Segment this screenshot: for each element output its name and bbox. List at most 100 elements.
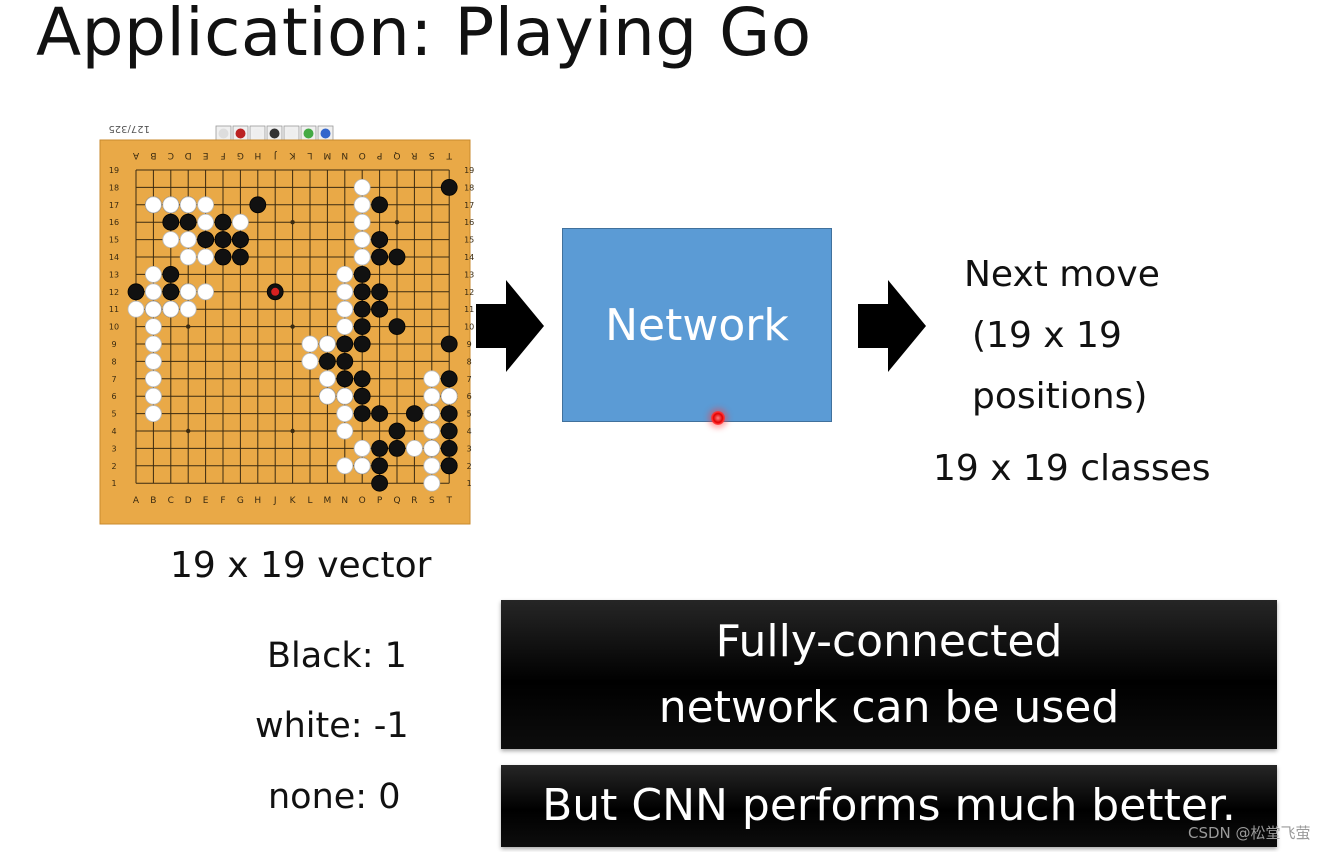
board-row-label: 8 xyxy=(111,357,116,366)
toolbar-icon xyxy=(286,128,297,139)
white-stone xyxy=(336,300,354,318)
white-stone xyxy=(336,457,354,475)
black-stone xyxy=(249,196,267,214)
output-classes-label: 19 x 19 classes xyxy=(933,448,1211,489)
black-stone xyxy=(336,335,354,353)
white-stone xyxy=(145,335,162,353)
board-column-label: T xyxy=(446,150,453,160)
board-column-label: H xyxy=(254,150,261,160)
toolbar-icon xyxy=(252,128,263,139)
board-column-label: L xyxy=(307,150,312,160)
board-row-label: 16 xyxy=(464,218,474,227)
board-column-label: K xyxy=(290,496,297,506)
white-stone xyxy=(336,387,354,405)
board-column-label: P xyxy=(377,496,383,506)
board-row-label: 13 xyxy=(464,270,474,279)
board-column-label: F xyxy=(220,150,225,160)
board-row-label: 11 xyxy=(464,305,474,314)
board-row-label: 6 xyxy=(111,392,116,401)
white-stone xyxy=(145,370,162,388)
black-stone xyxy=(214,213,232,231)
toolbar-icon xyxy=(303,128,314,139)
black-stone xyxy=(336,352,354,370)
board-column-label: O xyxy=(359,150,366,160)
toolbar-icon xyxy=(235,128,246,139)
black-stone xyxy=(440,335,458,353)
black-stone xyxy=(371,474,389,492)
board-row-label: 14 xyxy=(464,253,474,262)
board-row-label: 19 xyxy=(464,166,474,175)
black-stone xyxy=(440,405,458,423)
board-row-label: 17 xyxy=(464,201,474,210)
white-stone xyxy=(162,196,180,214)
board-column-label: O xyxy=(359,496,366,506)
black-stone xyxy=(405,405,423,423)
board-column-label: A xyxy=(132,150,139,160)
toolbar-icon xyxy=(218,128,229,139)
board-column-label: K xyxy=(289,150,296,160)
board-column-label: D xyxy=(185,496,192,506)
board-column-label: G xyxy=(237,150,244,160)
black-stone xyxy=(197,231,214,248)
board-row-label: 6 xyxy=(467,392,472,401)
board-column-label: M xyxy=(324,496,332,506)
white-stone xyxy=(145,405,162,423)
white-stone xyxy=(423,439,441,457)
board-row-label: 18 xyxy=(109,183,119,192)
white-stone xyxy=(423,422,441,440)
toolbar-icon xyxy=(320,128,331,139)
star-point xyxy=(394,220,400,225)
white-stone xyxy=(318,387,336,405)
board-column-label: L xyxy=(307,496,312,506)
fully-connected-line-2: network can be used xyxy=(658,682,1120,733)
white-stone xyxy=(353,248,371,266)
white-stone xyxy=(162,300,180,318)
board-column-label: C xyxy=(168,150,174,160)
black-stone xyxy=(440,439,458,457)
black-stone xyxy=(127,283,145,301)
network-box: Network xyxy=(562,228,832,422)
board-column-label: N xyxy=(341,150,348,160)
encoding-white: white: -1 xyxy=(255,706,409,746)
white-stone xyxy=(336,265,354,283)
network-label: Network xyxy=(605,299,789,351)
white-stone xyxy=(423,370,441,388)
white-stone xyxy=(405,439,423,457)
board-row-label: 2 xyxy=(467,462,472,471)
black-stone xyxy=(371,457,389,475)
board-row-label: 4 xyxy=(467,427,472,436)
cnn-box: But CNN performs much better. xyxy=(501,765,1277,847)
board-column-label: J xyxy=(273,496,277,506)
white-stone xyxy=(197,283,214,301)
star-point xyxy=(290,428,295,434)
black-stone xyxy=(388,248,406,266)
white-stone xyxy=(301,352,319,370)
board-column-label: Q xyxy=(393,496,400,506)
output-description: Next move (19 x 19 positions) xyxy=(964,244,1160,427)
board-row-label: 18 xyxy=(464,183,474,192)
black-stone xyxy=(353,405,371,423)
watermark: CSDN @松堂飞萤 xyxy=(1188,824,1311,842)
toolbar-icon xyxy=(269,128,280,139)
board-column-label: B xyxy=(150,150,156,160)
board-column-label: A xyxy=(133,496,140,506)
slide-title: Application: Playing Go xyxy=(36,0,812,71)
white-stone xyxy=(197,196,214,214)
arrow-right-icon xyxy=(858,280,926,372)
black-stone xyxy=(231,248,249,266)
white-stone xyxy=(197,213,214,231)
board-row-label: 13 xyxy=(109,270,119,279)
black-stone xyxy=(162,213,180,231)
black-stone xyxy=(440,179,458,196)
board-row-label: 10 xyxy=(464,323,474,332)
black-stone xyxy=(336,370,354,388)
black-stone xyxy=(353,300,371,318)
board-column-label: E xyxy=(203,496,209,506)
board-row-label: 12 xyxy=(109,288,119,297)
go-board: 127/325AABBCCDDEEFFGGHHJJKKLLMMNNOOPPQQR… xyxy=(99,123,474,525)
white-stone xyxy=(197,248,214,266)
board-row-label: 7 xyxy=(111,375,116,384)
board-row-label: 9 xyxy=(467,340,472,349)
board-row-label: 9 xyxy=(111,340,116,349)
white-stone xyxy=(179,300,197,318)
